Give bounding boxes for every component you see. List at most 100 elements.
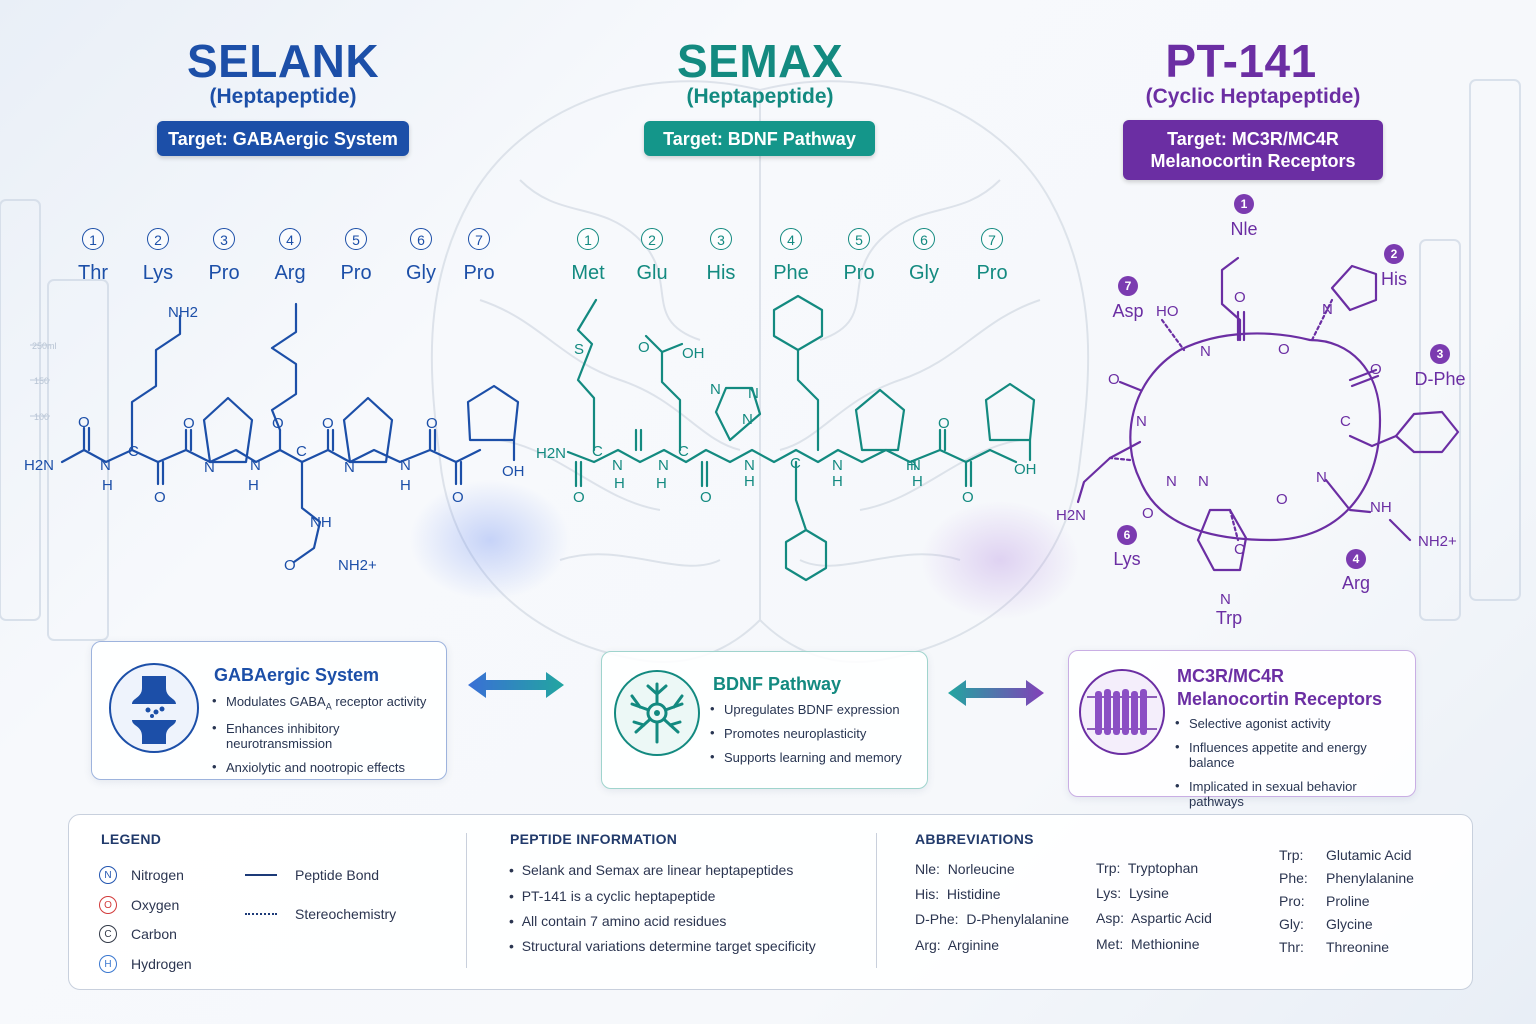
legend-title: LEGEND [101, 831, 162, 847]
selank-label-h2n: H2N [24, 457, 54, 474]
pt141-label-nh: NH [1370, 499, 1392, 516]
pt141-label-n7: N [1220, 591, 1231, 608]
pt141-subtitle: (Cyclic Heptapeptide) [1145, 85, 1361, 108]
arrow-gaba-bdnf [468, 672, 564, 698]
semax-label-h2n: H2N [536, 445, 566, 462]
semax-label-n5: N [742, 411, 753, 428]
abbr-glu: Trp:Glutamic Acid [1279, 847, 1412, 863]
oxygen-atom-icon: O [99, 896, 117, 914]
flask-mark-100: 100 [34, 412, 49, 422]
pt141-label-n3: N [1136, 413, 1147, 430]
peptide-info-title: PEPTIDE INFORMATION [510, 831, 678, 847]
bdnf-card-title: BDNF Pathway [713, 674, 842, 694]
semax-structure: S O OH H2N O N N N N N H H H O H H O H O… [536, 294, 1037, 582]
mc-card-title: MC3R/MC4R Melanocortin Receptors [1177, 666, 1383, 709]
selank-label-o5: O [322, 415, 334, 432]
peptide-info-item-3: • All contain 7 amino acid residues [509, 913, 727, 929]
selank-label-n1: N [204, 459, 215, 476]
semax-label-oh2: OH [1014, 461, 1037, 478]
abbr-nle: Nle: Norleucine [915, 861, 1015, 877]
semax-label-c2: C [678, 443, 689, 460]
selank-label-h1: H [102, 477, 113, 494]
semax-label-o3: O [700, 489, 712, 506]
semax-label-n8: N [910, 457, 921, 474]
legend-stereochemistry: Stereochemistry [245, 906, 396, 922]
semax-label-h6: H [906, 457, 917, 474]
receptor-icon [1079, 669, 1165, 755]
pt141-title: PT-141 [1165, 35, 1317, 87]
selank-label-nh: NH [310, 514, 332, 531]
bdnf-card: BDNF Pathway Upregulates BDNF expression… [601, 651, 928, 789]
selank-label-o4: O [272, 415, 284, 432]
bdnf-bullet-3: Supports learning and memory [710, 749, 902, 765]
legend-divider-1 [466, 833, 467, 968]
semax-label-c3: C [790, 455, 801, 472]
pt141-label-o6: O [1142, 505, 1154, 522]
semax-label-h2: H [656, 475, 667, 492]
selank-subtitle: (Heptapeptide) [209, 85, 357, 108]
abbr-thr: Thr:Threonine [1279, 939, 1390, 955]
abbr-phe: Phe:Phenylalanine [1279, 870, 1414, 886]
pt141-label-o1: O [1234, 289, 1246, 306]
peptide-info-item-1: • Selank and Semax are linear heptapepti… [509, 862, 794, 878]
selank-label-oh: OH [502, 463, 525, 480]
pt141-label-n6: N [1316, 469, 1327, 486]
arrow-bdnf-mc [948, 680, 1044, 706]
pt141-label-c2: C [1234, 541, 1245, 558]
semax-label-n6: N [832, 457, 843, 474]
legend-peptide-bond: Peptide Bond [245, 867, 379, 883]
selank-label-n5: N [400, 457, 411, 474]
abbr-gly: Gly:Glycine [1279, 916, 1373, 932]
selank-label-c1: C [128, 443, 139, 460]
selank-label-nh2: NH2 [168, 304, 198, 321]
gaba-card-bullets: Modulates GABAA receptor activity Enhanc… [212, 693, 446, 784]
pt141-label-o5: O [1276, 491, 1288, 508]
abbr-trp: Trp: Tryptophan [1096, 860, 1199, 876]
mc-card: MC3R/MC4R Melanocortin Receptors Selecti… [1068, 650, 1416, 809]
neuron-icon [614, 670, 700, 756]
bdnf-bullet-1: Upregulates BDNF expression [710, 701, 902, 717]
semax-label-h4: H [832, 473, 843, 490]
selank-label-o1: O [78, 414, 90, 431]
pt141-label-o2: O [1278, 341, 1290, 358]
pt141-label-ho: HO [1156, 303, 1179, 320]
selank-structure: NH2 H2N O H O O N H O O N H O O OH NH O … [24, 302, 525, 574]
semax-label-c1: C [592, 443, 603, 460]
pt141-label-o3: O [1370, 361, 1382, 378]
pt141-label-n4: N [1166, 473, 1177, 490]
bdnf-card-bullets: Upregulates BDNF expression Promotes neu… [710, 701, 902, 774]
semax-label-o4: O [938, 415, 950, 432]
gaba-bullet-3: Anxiolytic and nootropic effects [212, 759, 446, 775]
selank-label-c2: C [296, 443, 307, 460]
hydrogen-atom-icon: H [99, 955, 117, 973]
selank-label-o7: O [452, 489, 464, 506]
gaba-bullet-2: Enhances inhibitory neurotransmission [212, 720, 446, 751]
semax-label-o1: O [638, 339, 650, 356]
pt141-label-h2n: H2N [1056, 507, 1086, 524]
semax-label-o2: O [573, 489, 585, 506]
lab-glassware-right [1419, 79, 1521, 621]
abbr-pro: Pro:Proline [1279, 893, 1370, 909]
pt141-label-n5: N [1198, 473, 1209, 490]
abbr-asp: Asp: Aspartic Acid [1096, 910, 1212, 926]
semax-label-h3: H [744, 473, 755, 490]
flask-mark-150: 150 [34, 376, 49, 386]
